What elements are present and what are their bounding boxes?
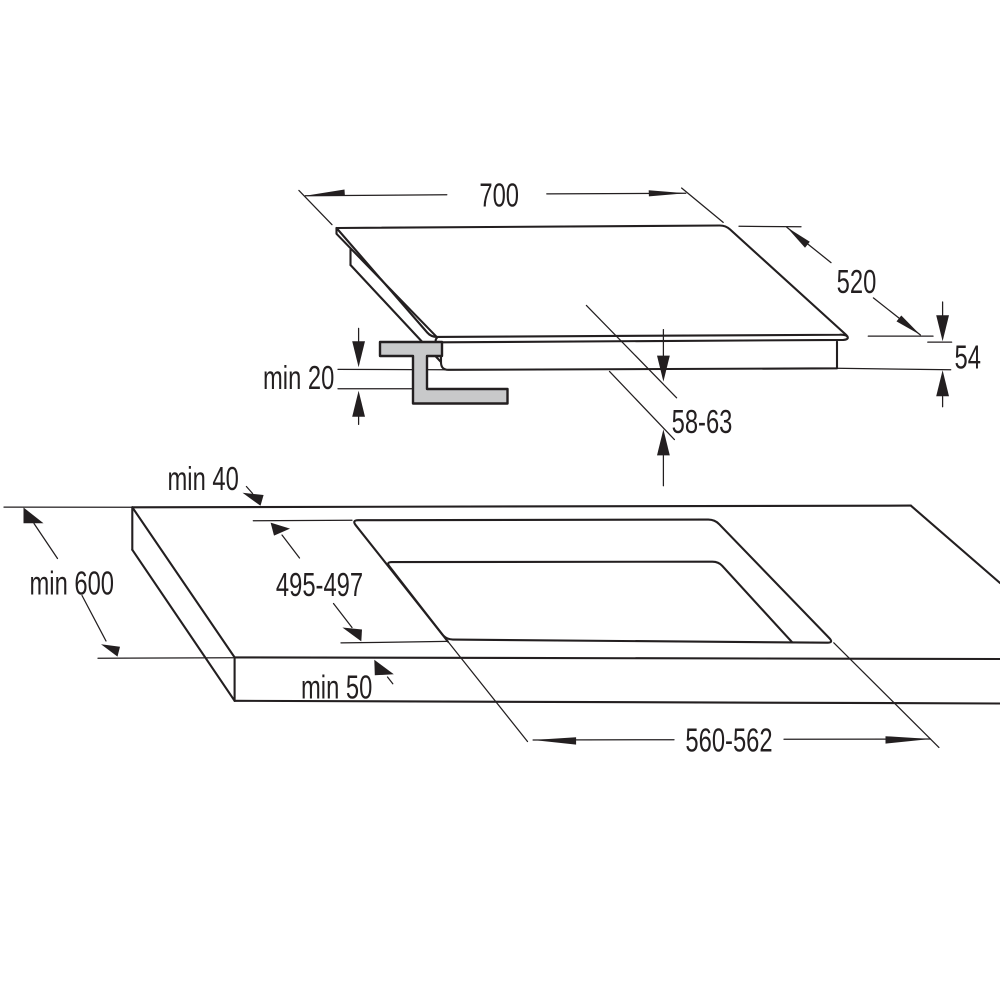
svg-text:54: 54	[954, 340, 980, 377]
svg-text:58-63: 58-63	[672, 404, 733, 441]
svg-text:560-562: 560-562	[685, 723, 772, 760]
svg-text:min 20: min 20	[263, 360, 334, 397]
svg-text:min 600: min 600	[30, 566, 115, 603]
svg-text:min 40: min 40	[168, 461, 239, 498]
svg-text:700: 700	[479, 178, 519, 215]
svg-text:520: 520	[837, 265, 877, 302]
svg-text:495-497: 495-497	[276, 567, 363, 604]
svg-text:min 50: min 50	[301, 670, 372, 707]
